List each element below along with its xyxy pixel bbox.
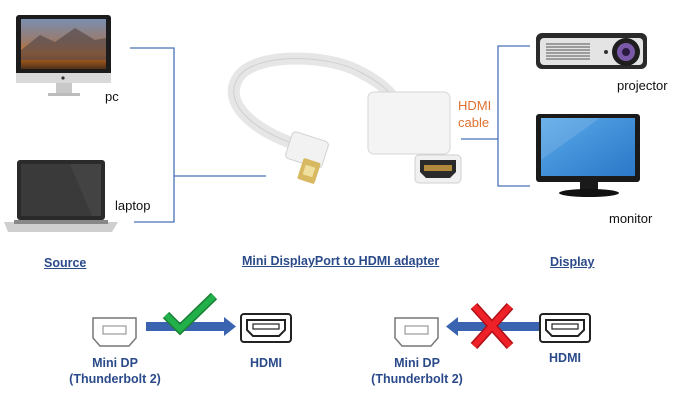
projector-icon (536, 33, 647, 69)
source-connector-lines (130, 47, 266, 223)
mini-dp-to-hdmi-adapter-icon (227, 52, 462, 184)
supported-from-label: Mini DP (Thunderbolt 2) (69, 356, 161, 386)
hdmi-port-icon-2 (539, 313, 591, 343)
laptop-icon (4, 160, 118, 232)
imac-icon (16, 15, 111, 96)
unsupported-direction-diagram (394, 302, 591, 350)
cross-icon (470, 302, 514, 350)
supported-direction-diagram (92, 292, 292, 347)
mini-dp-port-icon (92, 317, 137, 347)
mini-dp-port-icon-2 (394, 317, 439, 347)
display-connector-lines (461, 45, 530, 187)
pc-label: pc (105, 89, 119, 104)
projector-label: projector (617, 78, 668, 93)
unsupported-from-label: Mini DP (Thunderbolt 2) (371, 356, 463, 386)
monitor-label: monitor (609, 211, 653, 226)
hdmi-port-icon (240, 313, 292, 343)
monitor-icon (536, 114, 640, 197)
hdmi-cable-label: HDMI cable (458, 98, 492, 130)
source-heading: Source (44, 256, 87, 270)
laptop-label: laptop (115, 198, 151, 213)
display-heading: Display (550, 255, 595, 269)
unsupported-to-label: HDMI (549, 351, 581, 365)
adapter-heading: Mini DisplayPort to HDMI adapter (242, 254, 440, 268)
supported-to-label: HDMI (250, 356, 282, 370)
